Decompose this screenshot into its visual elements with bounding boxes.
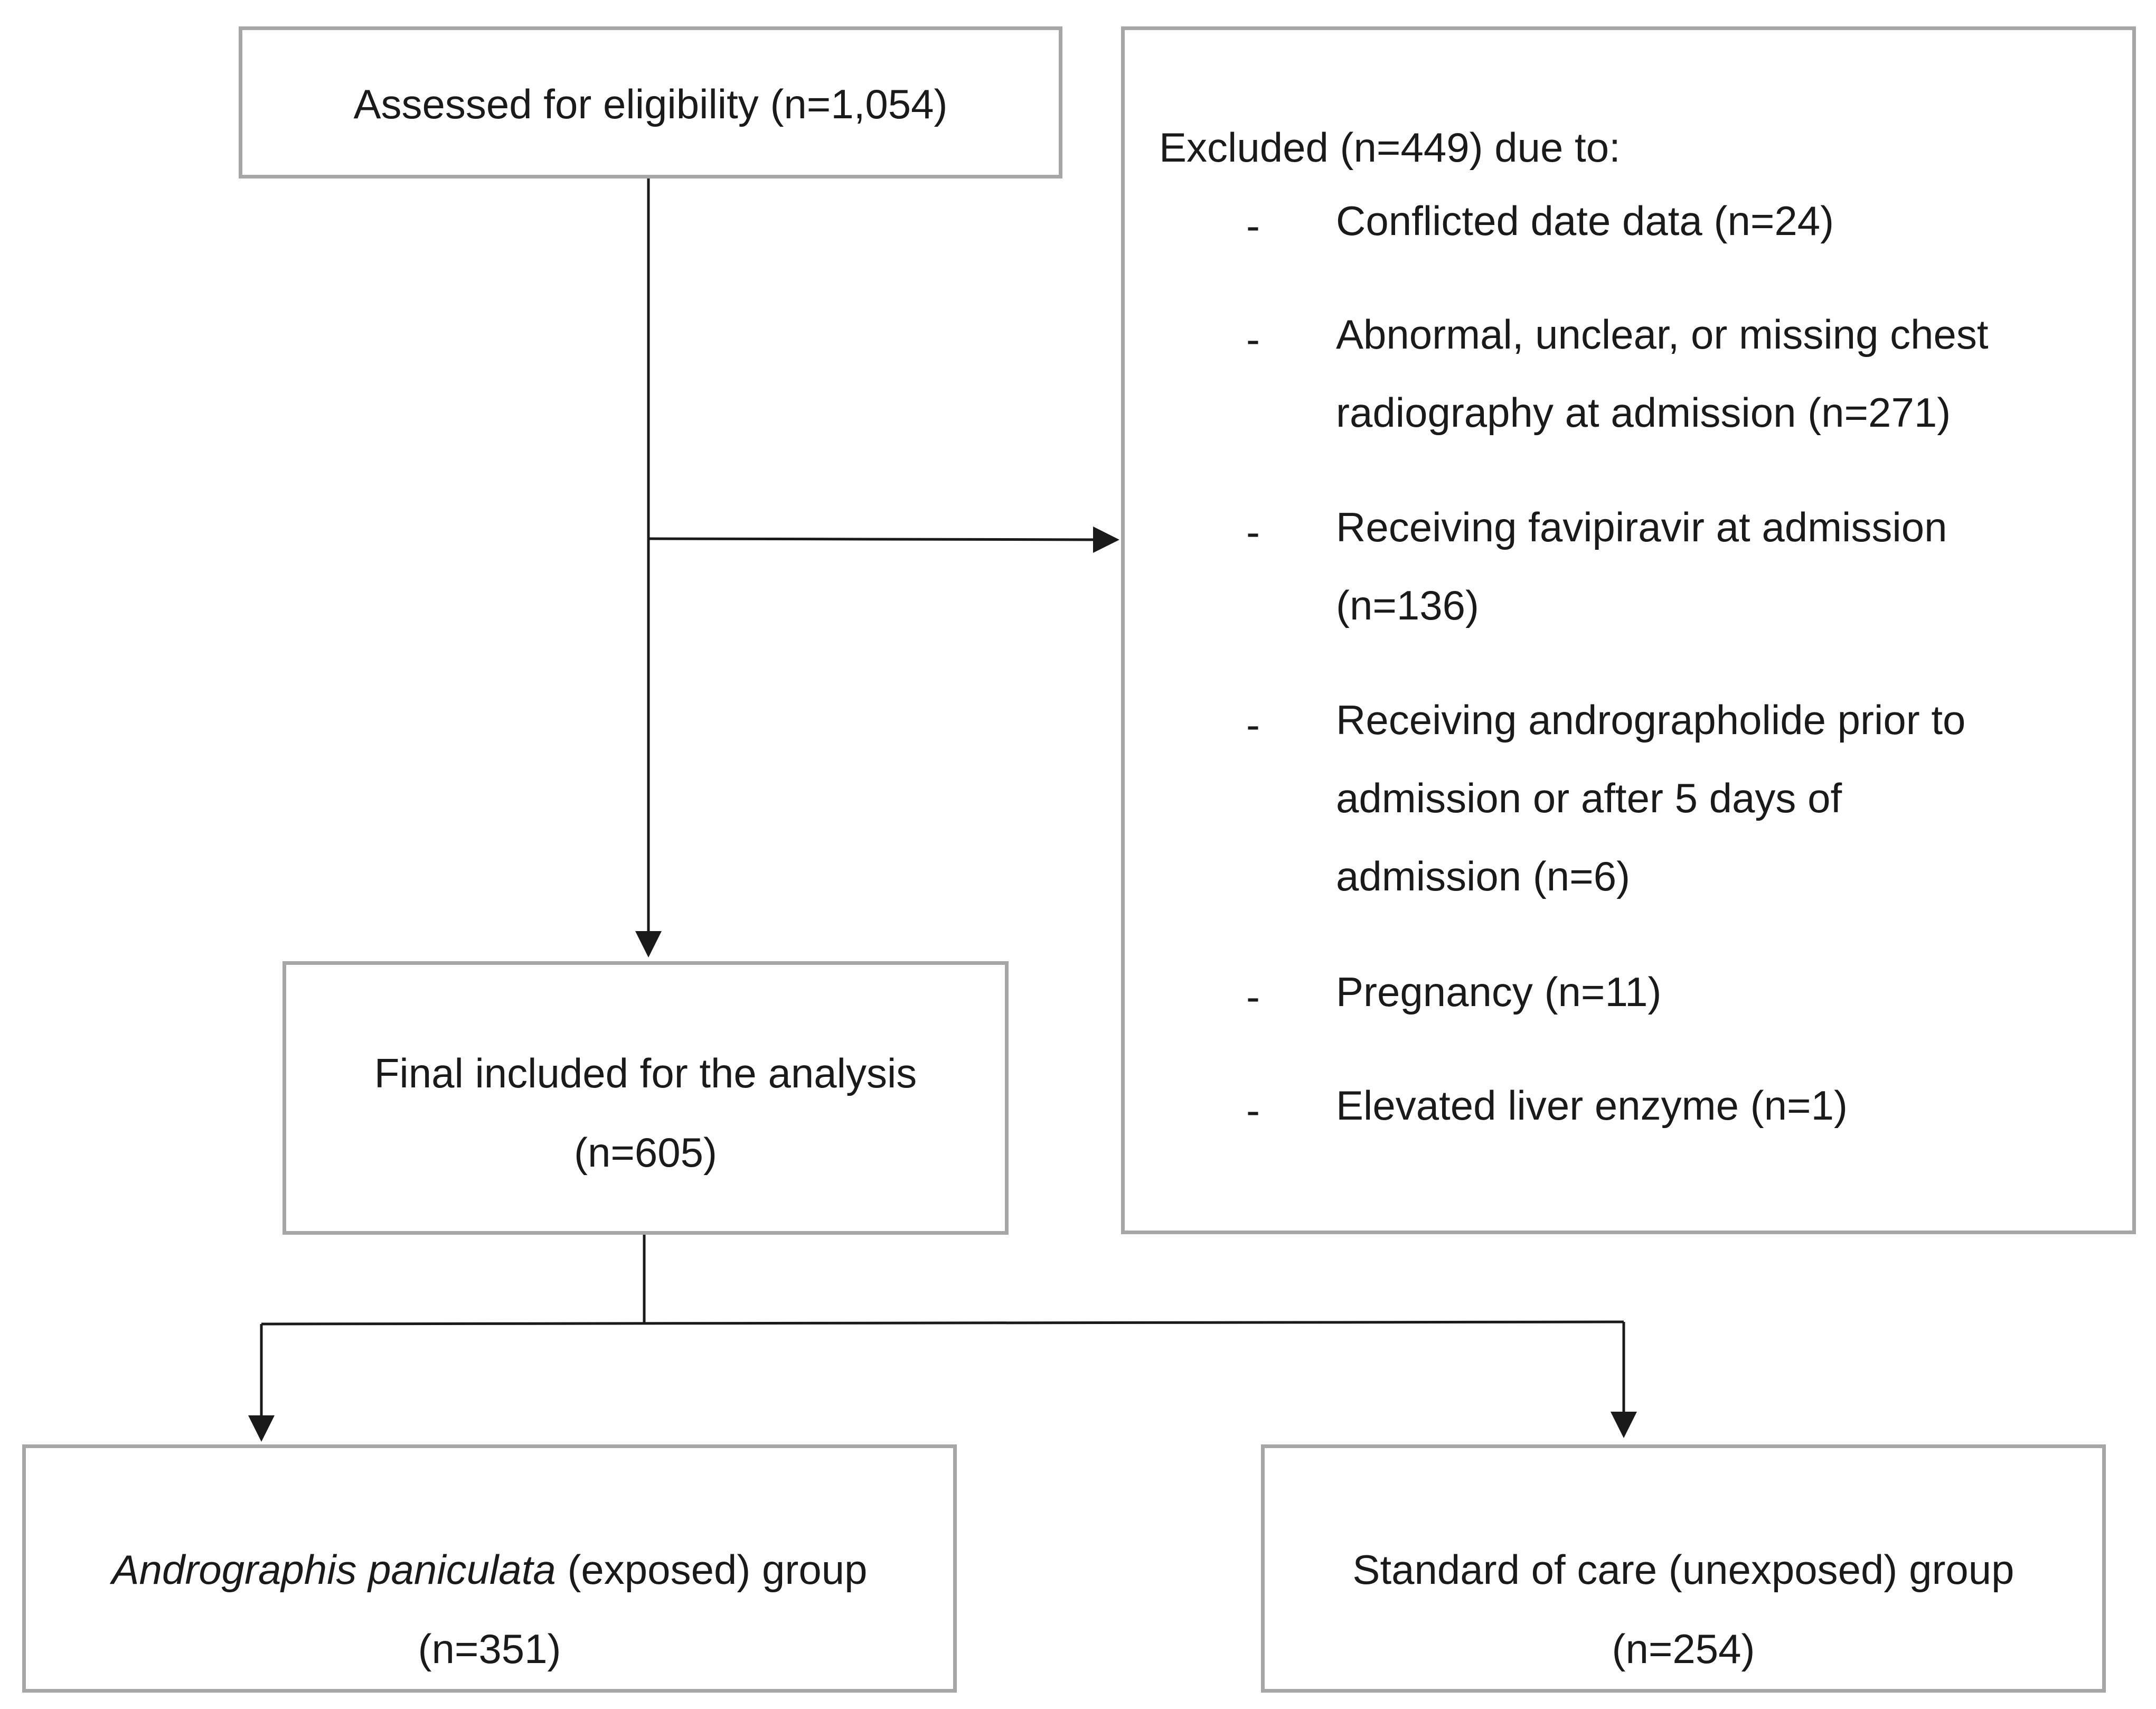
bullet-dash: -: [1246, 316, 1260, 362]
exclusion-reason: Receiving andrographolide prior to admiss…: [1336, 681, 1965, 915]
exclusion-reason: Elevated liver enzyme (n=1): [1336, 1066, 1848, 1144]
exclusion-reason: Abnormal, unclear, or missing chest radio…: [1336, 295, 1989, 452]
assessed-box: Assessed for eligibility (n=1,054): [239, 26, 1062, 179]
exclusion-reason: Pregnancy (n=11): [1336, 953, 1661, 1031]
final-line2: (n=605): [573, 1129, 718, 1176]
exclusion-reason-line: Receiving favipiravir at admission: [1336, 504, 1947, 550]
exclusion-reason-line: Elevated liver enzyme (n=1): [1336, 1082, 1848, 1129]
arrow-to-excluded: [648, 526, 1119, 553]
exclusion-reason-line: admission (n=6): [1336, 853, 1631, 899]
unexposed-line2: (n=254): [1612, 1626, 1755, 1672]
exclusion-reason-line: (n=136): [1336, 582, 1480, 628]
final-line1: Final included for the analysis: [374, 1050, 917, 1096]
exclusion-reason-line: Receiving andrographolide prior to: [1336, 697, 1966, 743]
exposed-rest: (exposed) group: [556, 1546, 868, 1593]
bullet-dash: -: [1246, 701, 1260, 748]
exposed-line1: Andrographis paniculata (exposed) group: [26, 1530, 953, 1609]
unexposed-line1: Standard of care (unexposed) group: [1352, 1546, 2014, 1593]
bullet-dash: -: [1246, 1087, 1260, 1133]
final-box: Final included for the analysis (n=605): [283, 961, 1009, 1235]
exposed-box: Andrographis paniculata (exposed) group …: [22, 1444, 957, 1693]
exclusion-reason-line: radiography at admission (n=271): [1336, 389, 1951, 436]
exclusion-reason: Receiving favipiravir at admission (n=136…: [1336, 488, 1947, 644]
exclusion-reason-line: admission or after 5 days of: [1336, 775, 1842, 821]
exposed-line2: (n=351): [418, 1626, 561, 1672]
unexposed-box: Standard of care (unexposed) group (n=25…: [1261, 1444, 2106, 1693]
exclusion-reason-line: Pregnancy (n=11): [1336, 969, 1662, 1015]
excluded-box: Excluded (n=449) due to: - Conflicted dat…: [1121, 26, 2136, 1234]
assessed-text: Assessed for eligibility (n=1,054): [353, 81, 948, 127]
bullet-dash: -: [1246, 202, 1260, 249]
bullet-dash: -: [1246, 509, 1260, 555]
exclusion-reason-line: Conflicted date data (n=24): [1336, 198, 1834, 244]
excluded-heading: Excluded (n=449) due to:: [1159, 124, 1621, 171]
bullet-dash: -: [1246, 973, 1260, 1020]
exclusion-reason-line: Abnormal, unclear, or missing chest: [1336, 311, 1989, 358]
line-horizontal-split: [261, 1320, 1624, 1326]
exclusion-reason: Conflicted date data (n=24): [1336, 182, 1834, 260]
exposed-italic: Andrographis paniculata: [111, 1546, 556, 1593]
